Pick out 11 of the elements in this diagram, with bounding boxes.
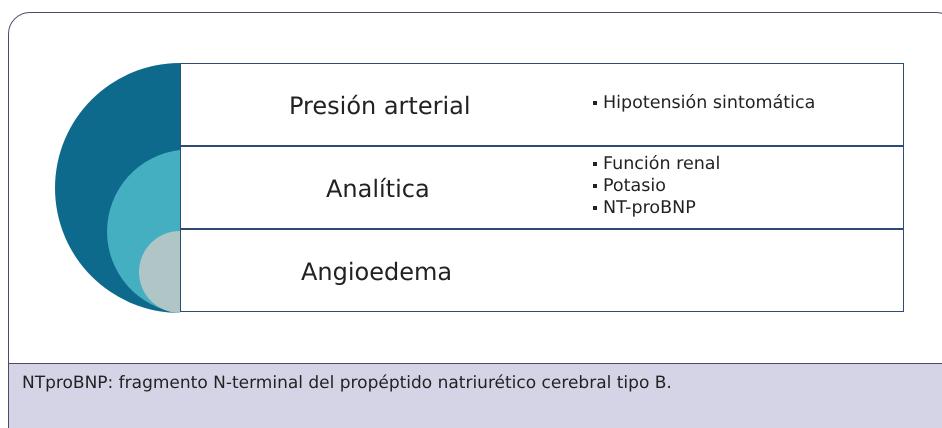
row-heading: Analítica	[326, 175, 430, 203]
bullet-item: Potasio	[593, 176, 666, 196]
bullet-item: NT-proBNP	[593, 198, 696, 218]
row-heading: Presión arterial	[289, 92, 471, 120]
table-row	[180, 63, 904, 146]
bullet-item: Función renal	[593, 154, 720, 174]
table-row	[180, 146, 904, 229]
row-heading: Angioedema	[301, 258, 452, 286]
bullet-item: Hipotensión sintomática	[593, 92, 816, 112]
table-row	[180, 229, 904, 312]
caption: NTproBNP: fragmento N-terminal del propéptido natriurético cerebral tipo B.	[22, 373, 672, 393]
